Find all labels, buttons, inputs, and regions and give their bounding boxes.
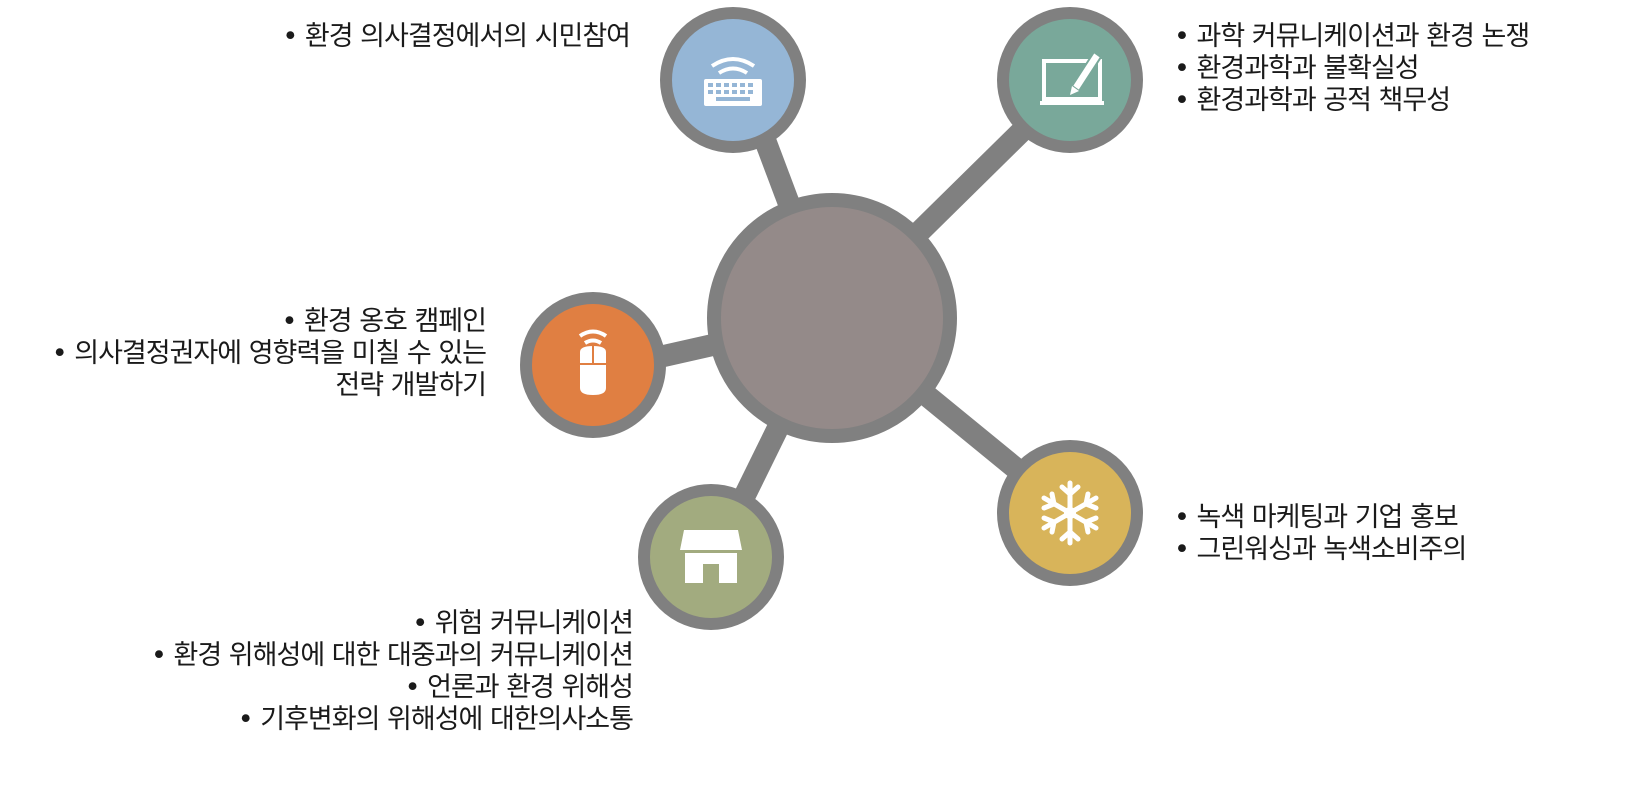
bullet-text: • 기후변화의 위해성에 대한의사소통 bbox=[237, 704, 634, 735]
label-tablet: • 과학 커뮤니케이션과 환경 논쟁 • 환경과학과 불확실성 • 환경과학과 … bbox=[1174, 21, 1530, 117]
bullet-text: • 그린워싱과 녹색소비주의 bbox=[1174, 534, 1467, 565]
bullet-text: • 환경과학과 공적 책무성 bbox=[1174, 85, 1451, 116]
node-tablet-circle bbox=[997, 7, 1143, 153]
bullet-text: • 환경 의사결정에서의 시민참여 bbox=[282, 21, 631, 52]
node-mouse bbox=[520, 292, 666, 438]
label-store: • 위험 커뮤니케이션 • 환경 위해성에 대한 대중과의 커뮤니케이션 • 언… bbox=[151, 608, 634, 736]
node-keyboard bbox=[660, 7, 806, 153]
bullet-text: • 위험 커뮤니케이션 bbox=[412, 608, 634, 639]
bullet-text: • 의사결정권자에 영향력을 미칠 수 있는 bbox=[51, 338, 487, 369]
bullet-text: • 녹색 마케팅과 기업 홍보 bbox=[1174, 502, 1459, 533]
bullet-text: • 언론과 환경 위해성 bbox=[404, 672, 634, 703]
snowflake-icon bbox=[1041, 480, 1099, 546]
hub-circle bbox=[707, 193, 957, 443]
wireless-mouse-icon bbox=[578, 329, 608, 395]
node-store bbox=[638, 484, 784, 630]
bullet-text: 전략 개발하기 bbox=[335, 370, 487, 401]
bullet-text: • 환경 위해성에 대한 대중과의 커뮤니케이션 bbox=[151, 640, 634, 671]
label-snowflake: • 녹색 마케팅과 기업 홍보 • 그린워싱과 녹색소비주의 bbox=[1174, 502, 1467, 566]
bullet-text: • 과학 커뮤니케이션과 환경 논쟁 bbox=[1174, 21, 1530, 52]
label-mouse: • 환경 옹호 캠페인 • 의사결정권자에 영향력을 미칠 수 있는 전략 개발… bbox=[51, 306, 487, 402]
tablet-pen-icon bbox=[1040, 50, 1104, 105]
node-tablet bbox=[997, 7, 1143, 153]
bullet-text: • 환경과학과 불확실성 bbox=[1174, 53, 1420, 84]
node-snowflake bbox=[997, 440, 1143, 586]
label-keyboard: • 환경 의사결정에서의 시민참여 bbox=[282, 21, 631, 53]
bullet-text: • 환경 옹호 캠페인 bbox=[281, 306, 487, 337]
store-icon bbox=[680, 530, 742, 583]
keyboard-icon bbox=[704, 57, 762, 106]
